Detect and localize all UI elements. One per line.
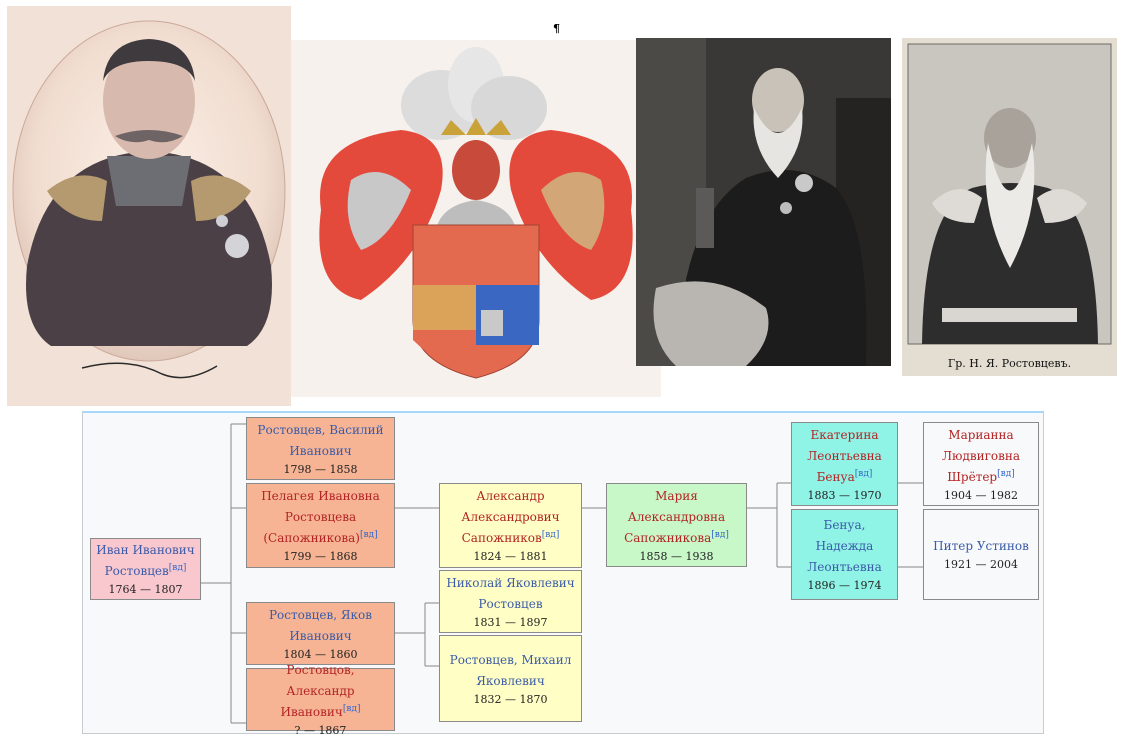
wikidata-ref-link[interactable]: [вд] [342, 704, 361, 714]
node-dates: 1921 — 2004 [944, 558, 1018, 571]
node-dates: 1858 — 1938 [639, 549, 714, 563]
pilcrow-mark: ¶ [553, 22, 560, 35]
node-dates: 1798 — 1858 [283, 462, 358, 476]
node-dates: 1896 — 1974 [807, 579, 882, 592]
wikidata-ref-link[interactable]: [вд] [359, 530, 378, 540]
node-dates: 1831 — 1897 [473, 615, 548, 629]
wikidata-ref-link[interactable]: [вд] [541, 530, 560, 540]
node-dates: 1824 — 1881 [473, 550, 548, 563]
portrait-n-ya-rostovtsev[interactable]: Гр. Н. Я. Ростовцевъ. [902, 38, 1117, 376]
node-dates: 1764 — 1807 [108, 583, 183, 596]
wikidata-ref-link[interactable]: [вд] [711, 529, 729, 540]
node-dates: 1799 — 1868 [283, 550, 358, 563]
portrait-yakov-rostovtsev[interactable] [7, 6, 291, 406]
wikidata-ref-link[interactable]: [вд] [997, 468, 1015, 479]
portrait-caption: Гр. Н. Я. Ростовцевъ. [947, 357, 1072, 370]
node-name[interactable]: Питер Устинов [933, 539, 1029, 553]
coat-of-arms-image[interactable] [291, 40, 661, 397]
wikidata-ref-link[interactable]: [вд] [854, 468, 873, 479]
tree-node-peter-ustinov[interactable]: Питер Устинов 1921 — 2004 [923, 509, 1039, 600]
node-dates: ? — 1867 [294, 724, 347, 737]
node-dates: 1904 — 1982 [944, 488, 1018, 502]
node-dates: 1883 — 1970 [807, 488, 882, 502]
node-dates: 1832 — 1870 [473, 692, 548, 706]
tree-connector-lines [201, 423, 923, 724]
portrait-seated-bearded-man[interactable] [636, 38, 891, 366]
wikidata-ref-link[interactable]: [вд] [168, 563, 187, 573]
node-dates: 1804 — 1860 [283, 647, 358, 661]
